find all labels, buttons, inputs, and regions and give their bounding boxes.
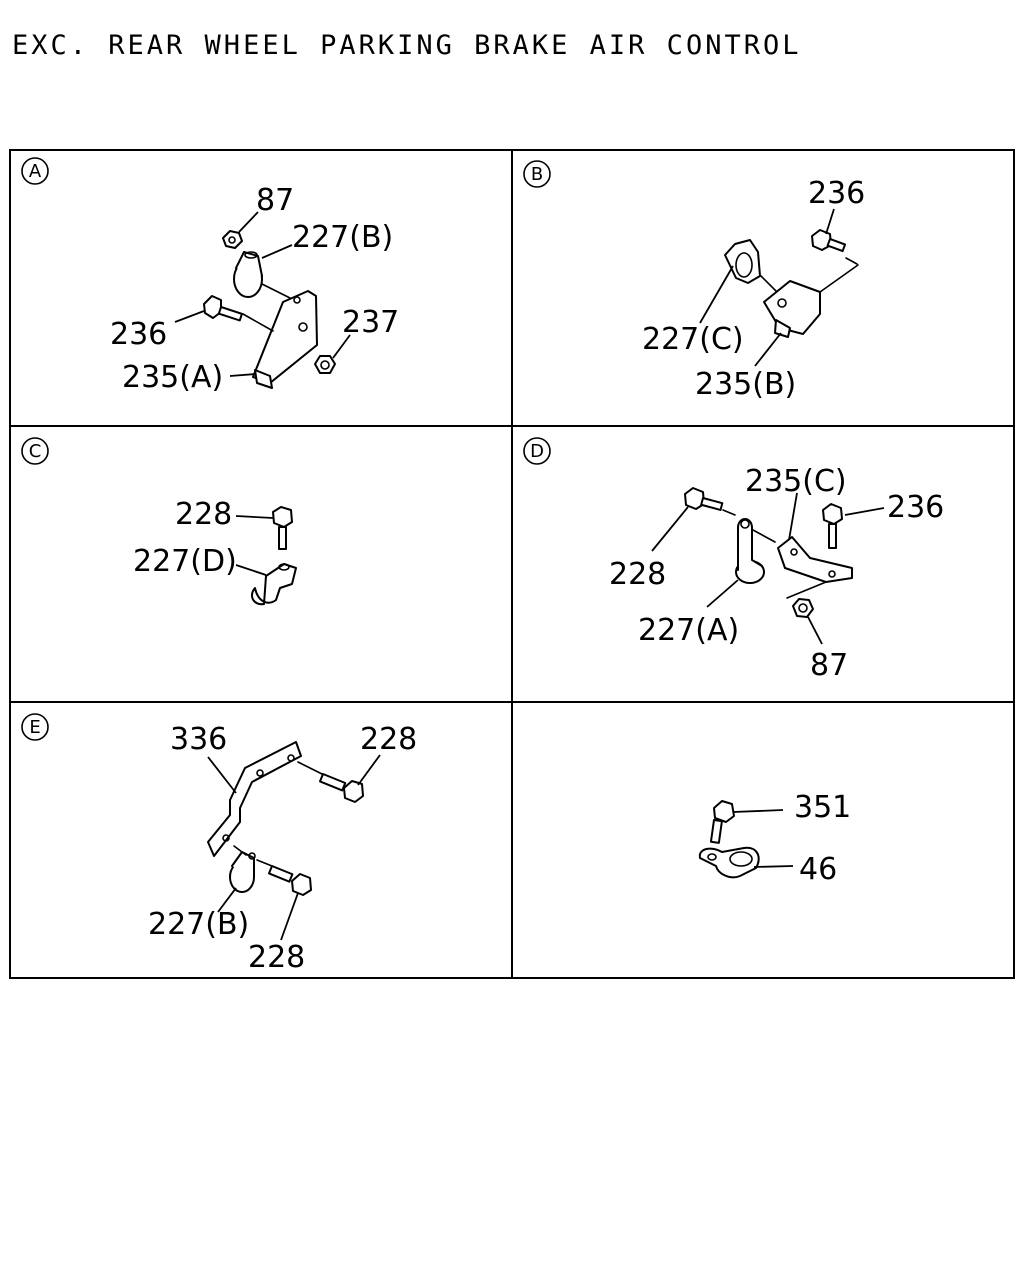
bracket-235a-part <box>252 290 318 389</box>
bolt-228-part <box>256 859 312 896</box>
label-236: 236 <box>808 176 865 211</box>
label-227a: 227(A) <box>638 613 739 648</box>
label-351: 351 <box>794 790 851 825</box>
label-228: 228 <box>175 497 232 532</box>
page-title: EXC. REAR WHEEL PARKING BRAKE AIR CONTRO… <box>12 30 802 61</box>
svg-text:A: A <box>29 161 42 182</box>
bolt-228-part <box>272 506 293 550</box>
panel-c: C 228 227(D) <box>21 437 297 606</box>
panel-e: E 336 <box>21 713 417 975</box>
label-235b: 235(B) <box>695 367 796 402</box>
panel-marker-e: E <box>21 713 49 741</box>
label-236: 236 <box>887 490 944 525</box>
label-235c: 235(C) <box>745 464 847 499</box>
bolt-236-part <box>811 229 858 265</box>
nut-87-part <box>792 598 814 618</box>
bolt-351-part <box>709 800 735 844</box>
label-87: 87 <box>256 183 294 218</box>
label-227d: 227(D) <box>133 544 237 579</box>
label-227c: 227(C) <box>642 322 744 357</box>
label-227b: 227(B) <box>148 907 249 942</box>
bolt-236-part <box>203 295 274 332</box>
clip-227c-part <box>724 239 784 299</box>
label-228-upper: 228 <box>360 722 417 757</box>
panel-marker-d: D <box>523 437 551 465</box>
bracket-235c-part <box>777 536 853 599</box>
bolt-228-part <box>684 487 736 516</box>
label-336: 336 <box>170 722 227 757</box>
panel-b: B 236 227(C) 235(B) <box>523 160 865 402</box>
svg-text:B: B <box>531 164 543 185</box>
svg-text:C: C <box>29 441 42 462</box>
clip-227a-part <box>735 518 776 584</box>
clip-46-part <box>698 846 760 879</box>
label-236: 236 <box>110 317 167 352</box>
label-87: 87 <box>810 648 848 683</box>
bolt-236-part <box>822 503 843 549</box>
panel-marker-c: C <box>21 437 49 465</box>
svg-text:E: E <box>29 717 40 738</box>
label-46: 46 <box>799 852 837 887</box>
clip-227b-part <box>229 845 256 893</box>
label-227b: 227(B) <box>292 220 393 255</box>
panel-marker-a: A <box>21 157 49 185</box>
panel-grid <box>9 149 1015 979</box>
panel-a: A <box>21 157 399 395</box>
label-235a: 235(A) <box>122 360 223 395</box>
panel-marker-b: B <box>523 160 551 188</box>
clip-227b-part <box>233 251 263 298</box>
label-237: 237 <box>342 305 399 340</box>
svg-text:D: D <box>530 441 544 462</box>
label-228-lower: 228 <box>248 940 305 975</box>
panel-d: D <box>523 437 944 683</box>
bracket-235b-part <box>763 264 859 338</box>
label-228: 228 <box>609 557 666 592</box>
panel-f: 351 46 <box>698 790 851 887</box>
nut-237-part <box>314 355 336 374</box>
bracket-336-part <box>207 741 302 857</box>
nut-87-part <box>222 230 243 249</box>
bolt-228-part <box>297 761 364 803</box>
clip-227d-part <box>251 563 297 606</box>
